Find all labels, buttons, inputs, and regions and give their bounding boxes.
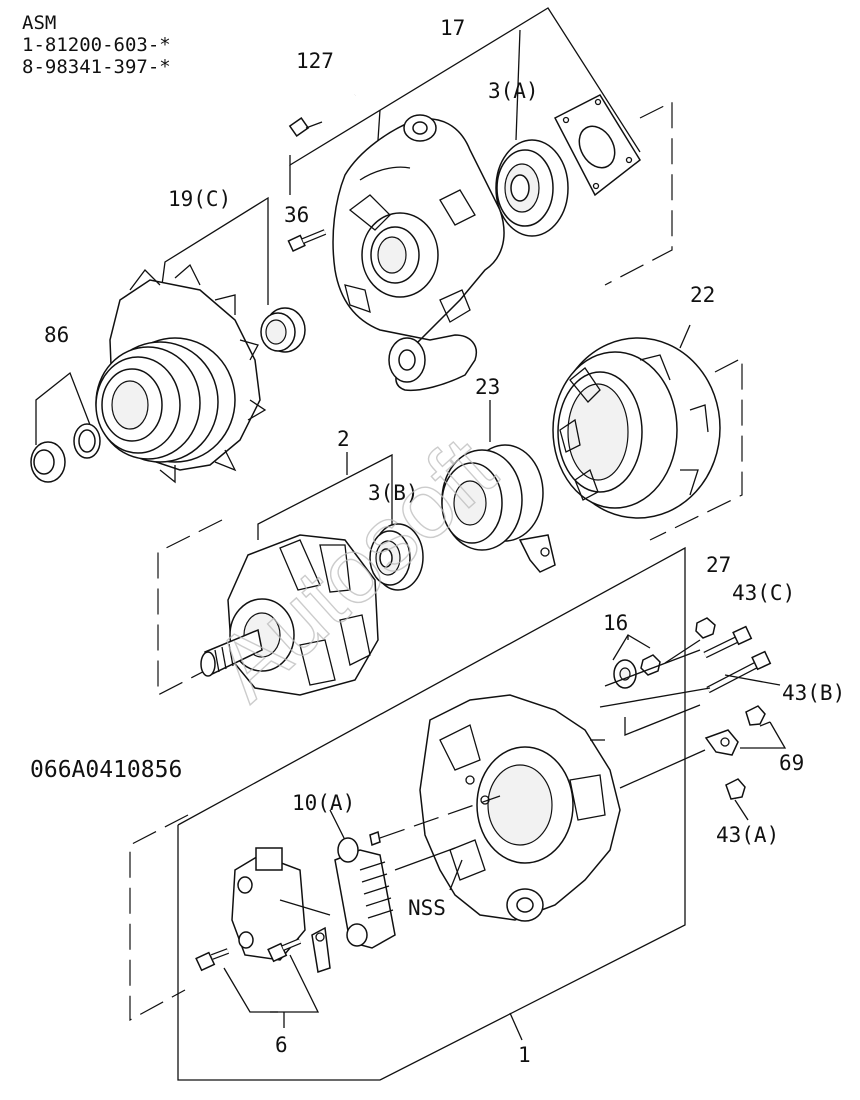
callouts: 17 127 3(A) 36 19(C) 86 22 23 2 3(B) 27 …: [44, 16, 845, 1067]
callout-127: 127: [296, 49, 334, 73]
pulley: [95, 337, 236, 463]
regulator-10a: [329, 795, 501, 949]
callout-43c: 43(C): [732, 581, 795, 605]
stator-22: [552, 324, 743, 541]
callout-17: 17: [440, 16, 465, 40]
bearing-retainer-plate: [553, 94, 641, 197]
callout-27: 27: [706, 553, 731, 577]
brush-holder: [195, 847, 331, 1028]
leader-19c-86: [35, 196, 269, 445]
callout-3a: 3(A): [488, 79, 539, 103]
leader-17: [289, 7, 673, 286]
callout-36: 36: [284, 203, 309, 227]
rotor: [200, 534, 379, 696]
part-number-2: 8-98341-397-*: [22, 56, 171, 78]
front-bracket: [332, 114, 505, 392]
callout-16: 16: [603, 611, 628, 635]
callout-nss: NSS: [408, 896, 446, 920]
assembly-label: ASM: [22, 12, 56, 34]
callout-69: 69: [779, 751, 804, 775]
callout-43a: 43(A): [716, 823, 779, 847]
part-number-1: 1-81200-603-*: [22, 34, 171, 56]
bolt-36: [287, 229, 327, 252]
callout-43b: 43(B): [782, 681, 845, 705]
callout-19c: 19(C): [168, 187, 231, 211]
callout-22: 22: [690, 283, 715, 307]
leader-2: [157, 452, 393, 696]
callout-23: 23: [475, 375, 500, 399]
diagram-code: 066A0410856: [30, 757, 182, 783]
rear-bolts: [590, 617, 787, 821]
rear-housing: [419, 694, 621, 922]
callout-2: 2: [337, 427, 350, 451]
bearing-3b: [369, 523, 424, 591]
bolt-127: [288, 93, 357, 137]
bearing-3a: [495, 139, 569, 237]
slip-ring-23: [441, 400, 556, 573]
callout-1: 1: [518, 1043, 531, 1067]
leader-nss: [449, 859, 463, 891]
spacer-19c: [260, 307, 306, 353]
nut-86: [30, 423, 101, 483]
callout-6: 6: [275, 1033, 288, 1057]
callout-86: 86: [44, 323, 69, 347]
callout-10a: 10(A): [292, 791, 355, 815]
callout-3b: 3(B): [368, 481, 419, 505]
leader-1: [129, 546, 686, 1081]
